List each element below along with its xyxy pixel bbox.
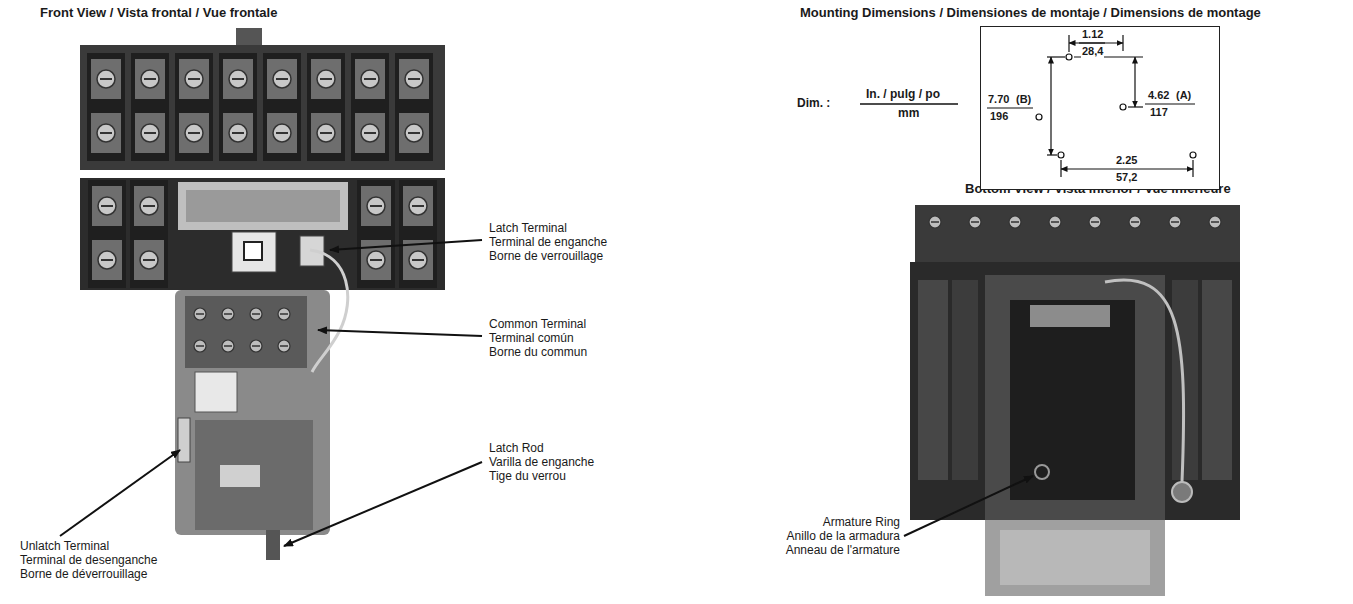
mounting-dimension-box: 1.12 28,4 4.62 (A) 117 7.70 (B) 196 2.25 57,2 — [980, 26, 1220, 190]
callout-label: Terminal común — [489, 332, 574, 346]
leader-line — [330, 240, 482, 250]
contactor-bottom-photo — [910, 205, 1240, 596]
callout-label: Dim. : — [797, 97, 830, 111]
dimension-value: 1.12 — [1081, 28, 1104, 41]
dimension-value: (B) — [1015, 93, 1032, 106]
callout-label: Anillo de la armadura — [787, 530, 900, 544]
callout-label: Borne de verrouillage — [489, 250, 603, 264]
callout-label: Borne du commun — [489, 346, 587, 360]
callout-label: Tige du verrou — [489, 470, 566, 484]
leader-line — [904, 476, 1033, 536]
callout-label: Common Terminal — [489, 318, 586, 332]
contactor-front-photo — [80, 28, 445, 560]
callout-label: Latch Terminal — [489, 222, 567, 236]
callout-label: Front View / Vista frontal / Vue frontal… — [40, 6, 277, 21]
callout-label: Armature Ring — [823, 516, 900, 530]
dimension-value: (A) — [1175, 89, 1192, 102]
callout-label: Anneau de l'armature — [786, 544, 900, 558]
leader-line — [60, 450, 180, 536]
leader-line — [318, 330, 482, 336]
callout-label: Terminal de enganche — [489, 236, 607, 250]
callout-label: Borne de déverrouillage — [20, 568, 147, 582]
callout-label: Mounting Dimensions / Dimensiones de mon… — [800, 6, 1261, 21]
callout-label: In. / pulg / po — [866, 88, 940, 102]
dimension-value: 117 — [1149, 106, 1169, 119]
leader-line — [284, 462, 482, 546]
callout-label: Latch Rod — [489, 442, 544, 456]
callout-label: mm — [898, 107, 919, 121]
fraction-bar — [860, 103, 958, 105]
callout-label: Unlatch Terminal — [20, 540, 109, 554]
dimension-value: 2.25 — [1115, 154, 1138, 167]
callout-label: Terminal de desenganche — [20, 554, 157, 568]
dimension-value: 28,4 — [1081, 45, 1104, 58]
dimension-value: 4.62 — [1147, 89, 1170, 102]
dimension-value: 57,2 — [1115, 171, 1138, 184]
dimension-value: 196 — [989, 110, 1009, 123]
dimension-value: 7.70 — [987, 93, 1010, 106]
callout-label: Varilla de enganche — [489, 456, 594, 470]
